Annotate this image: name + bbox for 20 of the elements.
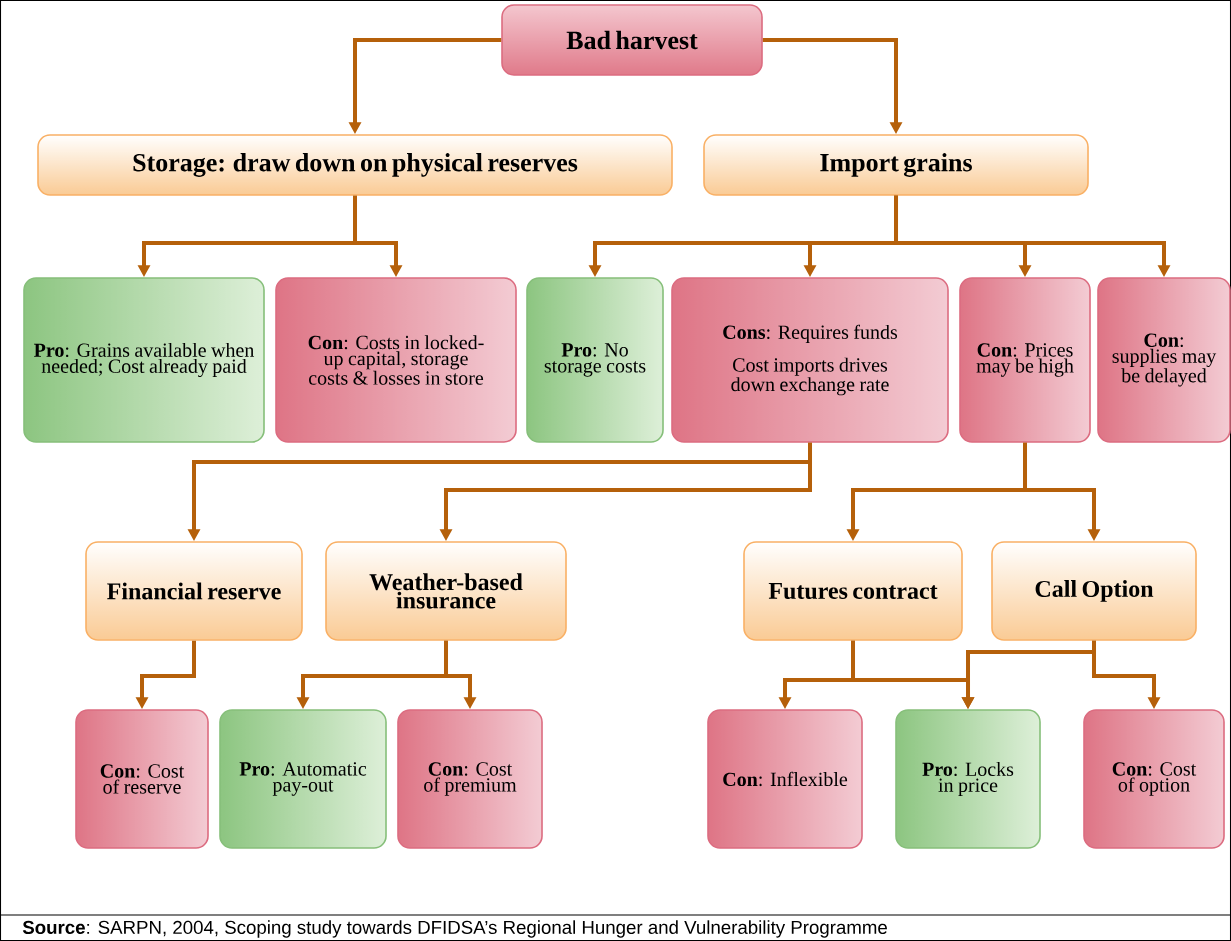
option-box: Storage: draw down on physical reserves (37, 134, 673, 196)
pro-box: Pro: Locks in price (895, 709, 1041, 849)
pro-box: Pro: No storage costs (526, 277, 664, 443)
option-box: Financial reserve (85, 541, 303, 641)
pro-box: Pro: Grains available when needed; Cost already paid (23, 277, 265, 443)
option-box: Weather-based insurance (325, 541, 567, 641)
con-box: Cons: Requires funds Cost imports drives down exchange rate (671, 277, 949, 443)
option-box: Futures contract (743, 541, 963, 641)
option-box: Call Option (991, 541, 1197, 641)
root-box: Bad harvest (501, 4, 763, 76)
con-box: Con: Cost of option (1083, 709, 1225, 849)
con-box: Con: supplies may be delayed (1097, 277, 1231, 443)
con-box: Con: Cost of reserve (75, 709, 209, 849)
con-box: Con: Inflexible (707, 709, 863, 849)
con-box: Con: Cost of premium (397, 709, 543, 849)
option-box: Import grains (703, 134, 1089, 196)
pro-box: Pro: Automatic pay-out (219, 709, 387, 849)
source-caption: Source: SARPN, 2004, Scoping study towards DFIDSA’s Regional Hunger and Vulnerability Programme (22, 920, 887, 938)
con-box: Con: Costs in locked-up capital, storage costs & losses in store (275, 277, 517, 443)
con-box: Con: Prices may be high (959, 277, 1091, 443)
